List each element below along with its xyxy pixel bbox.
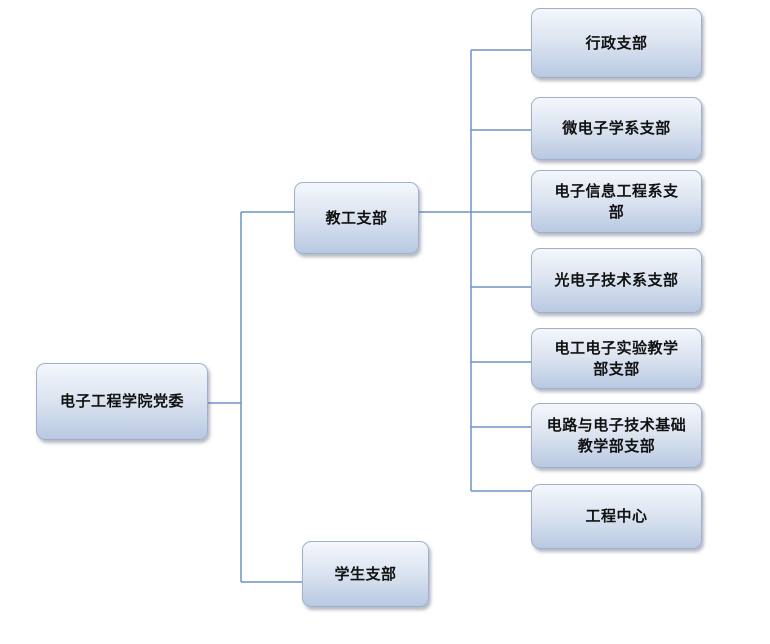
- node-optoelectronics-branch-label: 光电子技术系支部: [554, 271, 679, 289]
- node-engineering-center: 工程中心: [531, 484, 702, 549]
- node-lab-teaching-branch-label: 电工电子实验教学部支部: [554, 338, 679, 378]
- node-lab-teaching-branch: 电工电子实验教学部支部: [531, 328, 702, 389]
- node-microelectronics-branch: 微电子学系支部: [531, 97, 702, 160]
- root-node-party-committee: 电子工程学院党委: [36, 363, 208, 440]
- node-student-branch-label: 学生支部: [334, 564, 397, 583]
- node-electronic-info-branch-label: 电子信息工程系支部: [554, 181, 679, 221]
- node-admin-branch-label: 行政支部: [585, 33, 648, 52]
- node-engineering-center-label: 工程中心: [585, 507, 648, 525]
- node-optoelectronics-branch: 光电子技术系支部: [531, 248, 702, 313]
- node-circuit-teaching-branch: 电路与电子技术基础教学部支部: [531, 403, 702, 468]
- node-faculty-branch: 教工支部: [294, 182, 419, 254]
- node-student-branch: 学生支部: [302, 541, 429, 607]
- node-electronic-info-branch: 电子信息工程系支部: [531, 170, 702, 233]
- node-circuit-teaching-branch-label: 电路与电子技术基础教学部支部: [546, 415, 687, 455]
- node-microelectronics-branch-label: 微电子学系支部: [562, 119, 671, 137]
- node-faculty-branch-label: 教工支部: [325, 208, 388, 227]
- root-node-label: 电子工程学院党委: [59, 392, 184, 410]
- node-admin-branch: 行政支部: [531, 8, 702, 78]
